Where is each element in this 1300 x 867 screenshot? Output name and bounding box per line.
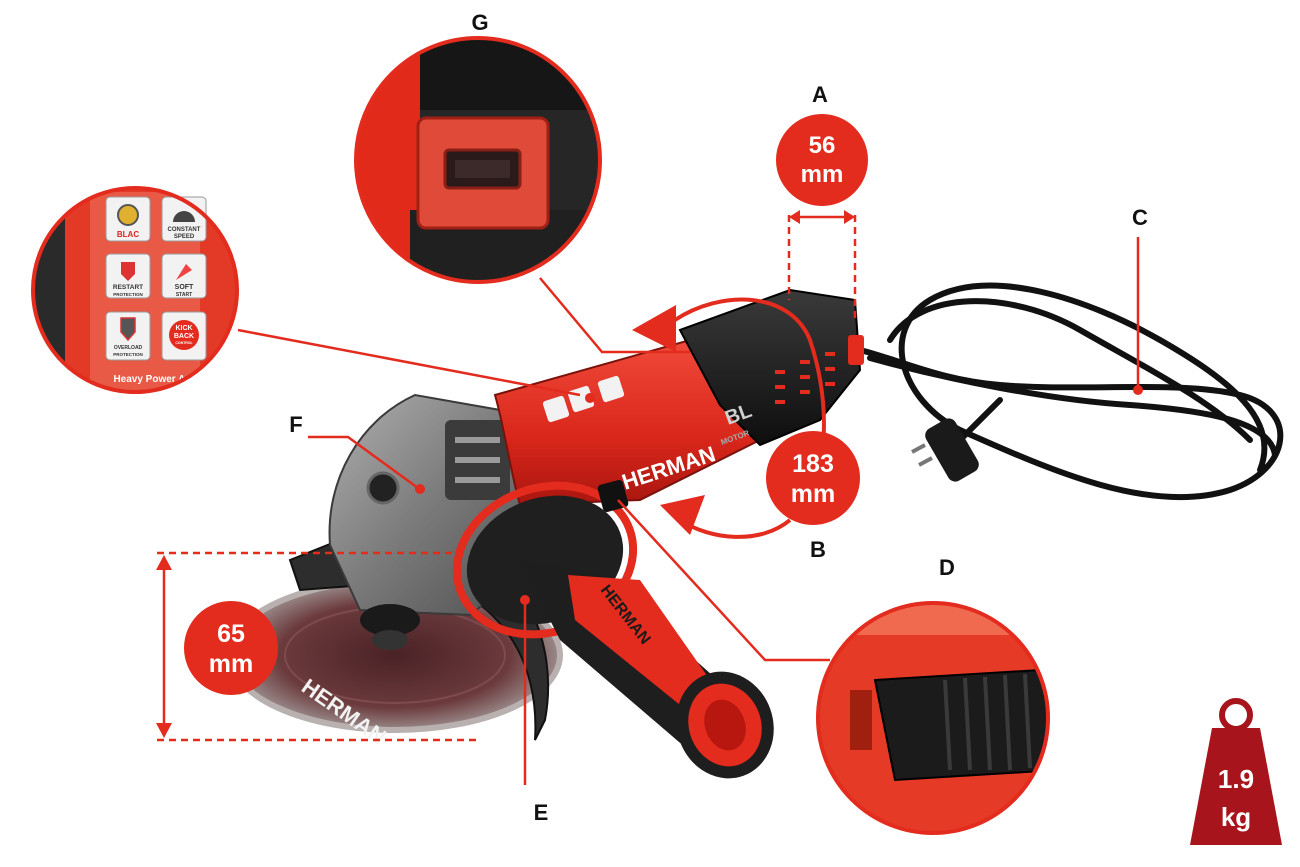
zoom-detail-d [816,601,1050,835]
circumference-badge-value: 183 [792,450,834,478]
motor-housing: HERMAN [493,338,762,507]
power-cord [857,282,1284,501]
side-handle: HERMAN [452,481,774,779]
label-b: B [810,537,826,562]
zoom-detail-features: BLAC CONSTANT SPEED RESTART PROTECTION S… [31,186,239,394]
rear-housing: BL MOTOR [678,288,864,447]
callout-line-g [539,277,690,354]
label-g: G [471,10,488,35]
weight-unit: kg [1221,802,1251,832]
feature-label-back: BACK [174,333,194,340]
features-footer-label: Heavy Power AC [113,374,192,385]
shield-icon [121,262,135,281]
feature-label-speed: SPEED [174,234,195,240]
feature-constant-speed: CONSTANT SPEED [161,196,207,242]
label-e: E [534,800,549,825]
motor-icon [117,204,139,226]
feature-label-soft: SOFT [175,284,194,291]
arrow-head-left-icon [632,305,676,352]
soft-start-icon [176,264,192,280]
circumference-badge-unit: mm [791,480,835,508]
circumference-badge: 183 mm [766,431,860,525]
feature-label-blac: BLAC [117,230,139,239]
feature-label-restart: RESTART [113,284,143,291]
overload-icon [120,317,136,342]
feature-label-constant: CONSTANT [168,227,201,233]
feature-overload-protection: OVERLOAD PROTECTION [105,311,151,361]
feature-label-start: START [176,292,192,298]
callout-dot-e [520,595,530,605]
feature-label-kick: KICK [175,325,192,332]
zoom-detail-g [354,36,602,284]
width-badge-value: 56 [809,132,836,159]
callout-line-features [237,328,581,397]
callout-dot-c [1133,385,1143,395]
callout-dot-f [415,484,425,494]
width-arrow-left-icon [789,210,800,224]
feature-kick-back-control: KICK BACK CONTROL [161,311,207,361]
feature-blac: BLAC [105,196,151,242]
weight-value: 1.9 [1218,764,1254,794]
feature-label-overload: OVERLOAD [114,345,143,351]
callout-line-f [308,435,419,490]
feature-label-control: CONTROL [175,341,193,345]
label-c: C [1132,205,1148,230]
feature-tiles: BLAC CONSTANT SPEED RESTART PROTECTION S… [105,196,207,385]
height-dimension [157,551,480,742]
callout-line-d [617,499,830,662]
height-arrow-up-icon [156,555,172,570]
width-badge: 56 mm [776,114,868,206]
callout-dot-features [585,393,595,403]
arrow-head-right-icon [660,495,705,535]
feature-label-overload-protection: PROTECTION [113,352,143,357]
label-a: A [812,82,828,107]
plug-icon [911,418,979,482]
height-badge-unit: mm [209,650,253,678]
width-badge-unit: mm [801,161,844,188]
feature-label-protection: PROTECTION [113,292,143,297]
callout-lines [237,237,1140,785]
label-f: F [289,412,302,437]
label-d: D [939,555,955,580]
speedometer-icon [173,211,195,222]
feature-restart-protection: RESTART PROTECTION [105,253,151,299]
width-dimension [787,215,857,320]
kickback-icon [169,320,199,350]
width-arrow-right-icon [844,210,855,224]
height-arrow-down-icon [156,723,172,738]
height-badge-value: 65 [217,620,245,648]
height-badge: 65 mm [184,601,278,695]
feature-soft-start: SOFT START [161,253,207,299]
weight-icon: 1.9 kg [1190,698,1282,845]
